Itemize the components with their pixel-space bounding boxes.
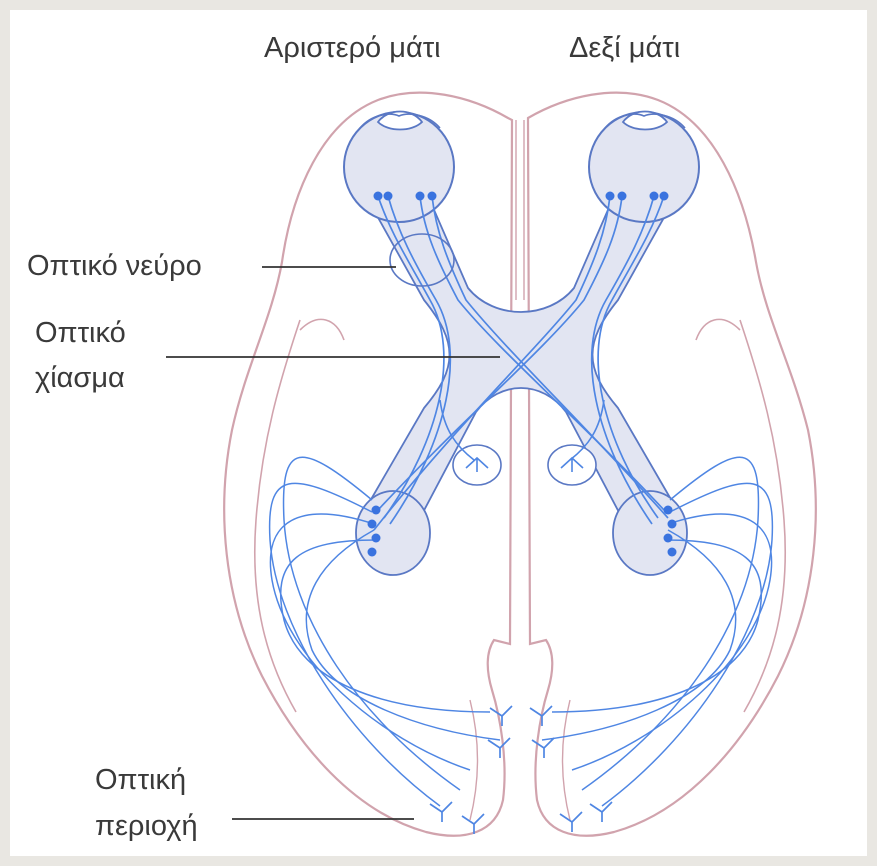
brain-left-fold [255,320,300,712]
visual-cortex-label-line2: περιοχή [95,808,198,844]
brain-right-fold [740,320,785,712]
brain-right-sulcus [696,319,740,340]
brain-outline [224,93,816,836]
right-eye [589,112,699,223]
left-eye-label: Αριστερό μάτι [264,30,441,66]
optic-nerve-label: Οπτικό νεύρο [27,248,202,284]
optic-chiasm-label-line1: Οπτικό [35,315,126,351]
optic-radiations [270,457,773,806]
brain-occipital-left [470,700,478,820]
left-eye [344,112,454,223]
optic-chiasm-label-line2: χίασμα [35,360,125,396]
lateral-geniculate-nuclei [356,491,687,575]
brain-left-sulcus [300,319,344,340]
right-lgn [613,491,687,575]
visual-cortex-label-line1: Οπτική [95,762,186,798]
cortex-endings [430,706,612,834]
right-eye-label: Δεξί μάτι [569,30,680,66]
brain-occipital-right [563,700,571,820]
